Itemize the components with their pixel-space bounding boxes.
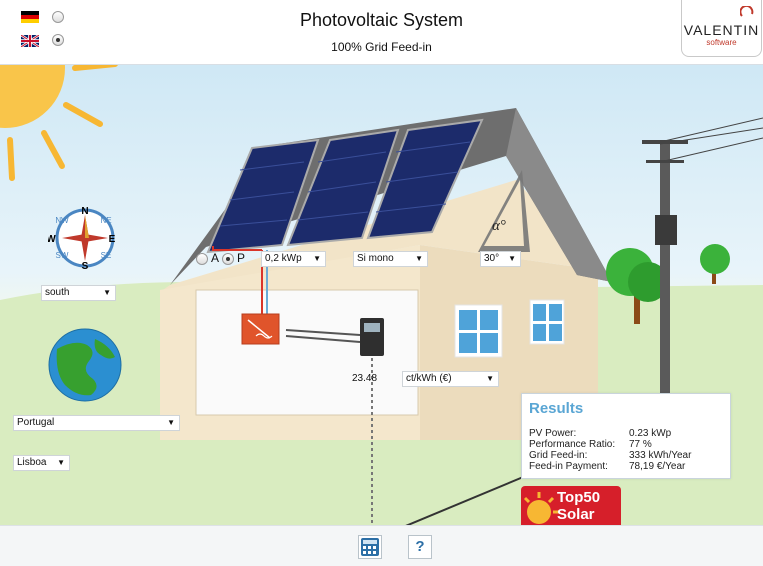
inverter-icon bbox=[241, 313, 280, 345]
compass-s: S bbox=[82, 261, 89, 271]
logo-sub-text: software bbox=[706, 38, 737, 47]
compass-sw: SW bbox=[56, 251, 69, 260]
help-button[interactable]: ? bbox=[408, 535, 432, 559]
compass-e: E bbox=[109, 234, 116, 245]
country-select[interactable]: Portugal▼ bbox=[13, 415, 180, 431]
tariff-unit-select[interactable]: ct/kWh (€)▼ bbox=[402, 371, 499, 387]
module-type-select[interactable]: Si mono▼ bbox=[353, 251, 428, 267]
result-label-grid-feed-in: Grid Feed-in: bbox=[529, 450, 588, 461]
meter-icon bbox=[360, 318, 384, 356]
sun-icon bbox=[0, 65, 118, 181]
german-flag-icon[interactable] bbox=[21, 11, 39, 23]
city-select-value: Lisboa bbox=[17, 457, 47, 468]
tilt-angle-symbol: α° bbox=[492, 218, 506, 234]
country-select-value: Portugal bbox=[17, 417, 55, 428]
module-type-select-value: Si mono bbox=[357, 253, 394, 264]
help-icon: ? bbox=[415, 538, 425, 555]
power-pole-icon bbox=[642, 117, 763, 440]
power-select[interactable]: 0,2 kWp▼ bbox=[261, 251, 326, 267]
compass-se: SE bbox=[101, 251, 112, 260]
compass-ne: NE bbox=[100, 216, 111, 225]
header: Photovoltaic System 100% Grid Feed-in VA… bbox=[0, 0, 763, 65]
tilt-select-value: 30° bbox=[484, 253, 500, 264]
uk-flag-icon[interactable] bbox=[21, 35, 39, 47]
result-value-grid-feed-in: 333 kWh/Year bbox=[629, 450, 692, 461]
power-select-value: 0,2 kWp bbox=[265, 253, 302, 264]
page-subtitle: 100% Grid Feed-in bbox=[331, 40, 432, 54]
compass-w: W bbox=[48, 234, 56, 245]
result-value-pv-power: 0.23 kWp bbox=[629, 428, 672, 439]
city-select[interactable]: Lisboa▼ bbox=[13, 455, 70, 471]
page-title: Photovoltaic System bbox=[299, 10, 464, 30]
tilt-select[interactable]: 30°▼ bbox=[480, 251, 521, 267]
badge-line-2: Solar bbox=[557, 506, 595, 523]
tree-icon bbox=[700, 244, 730, 284]
language-radio-english[interactable] bbox=[52, 34, 64, 46]
orientation-select-value: south bbox=[45, 287, 70, 298]
window-icon bbox=[454, 304, 503, 358]
result-label-feed-in-payment: Feed-in Payment: bbox=[529, 461, 608, 472]
orientation-select[interactable]: south▼ bbox=[41, 285, 116, 301]
tracking-radio-p[interactable] bbox=[222, 253, 234, 265]
tariff-unit-select-value: ct/kWh (€) bbox=[406, 373, 452, 384]
tariff-value[interactable]: 23.48 bbox=[352, 373, 378, 384]
tracking-label-p: P bbox=[237, 251, 246, 265]
tracking-radio-a[interactable] bbox=[196, 253, 208, 265]
compass-icon[interactable]: N S W E NW NE SW SE bbox=[48, 205, 123, 271]
result-value-performance-ratio: 77 % bbox=[629, 439, 652, 450]
result-value-feed-in-payment: 78,19 €/Year bbox=[629, 461, 686, 472]
tracking-label-a: A bbox=[211, 251, 220, 265]
logo-main-text: VALENTIN bbox=[683, 22, 760, 38]
badge-sun-icon bbox=[523, 492, 559, 524]
tree-icon bbox=[606, 248, 668, 324]
window-icon bbox=[529, 299, 565, 345]
calculator-button[interactable] bbox=[358, 535, 382, 559]
badge-line-1: Top50 bbox=[557, 489, 601, 506]
logo-swirl-icon bbox=[740, 6, 754, 17]
calculator-icon bbox=[361, 538, 379, 556]
badge-text: Top50 Solar bbox=[557, 489, 600, 523]
globe-icon[interactable] bbox=[47, 327, 123, 403]
result-label-performance-ratio: Performance Ratio: bbox=[529, 439, 616, 450]
top50-solar-badge[interactable]: Top50 Solar bbox=[521, 486, 621, 529]
valentin-logo: VALENTIN software bbox=[681, 0, 762, 57]
result-label-pv-power: PV Power: bbox=[529, 428, 577, 439]
compass-n: N bbox=[81, 206, 88, 217]
results-panel: Results PV Power: 0.23 kWp Performance R… bbox=[521, 393, 731, 479]
solar-panels bbox=[206, 118, 484, 254]
results-title: Results bbox=[529, 400, 584, 417]
compass-nw: NW bbox=[55, 216, 69, 225]
language-radio-german[interactable] bbox=[52, 11, 64, 23]
